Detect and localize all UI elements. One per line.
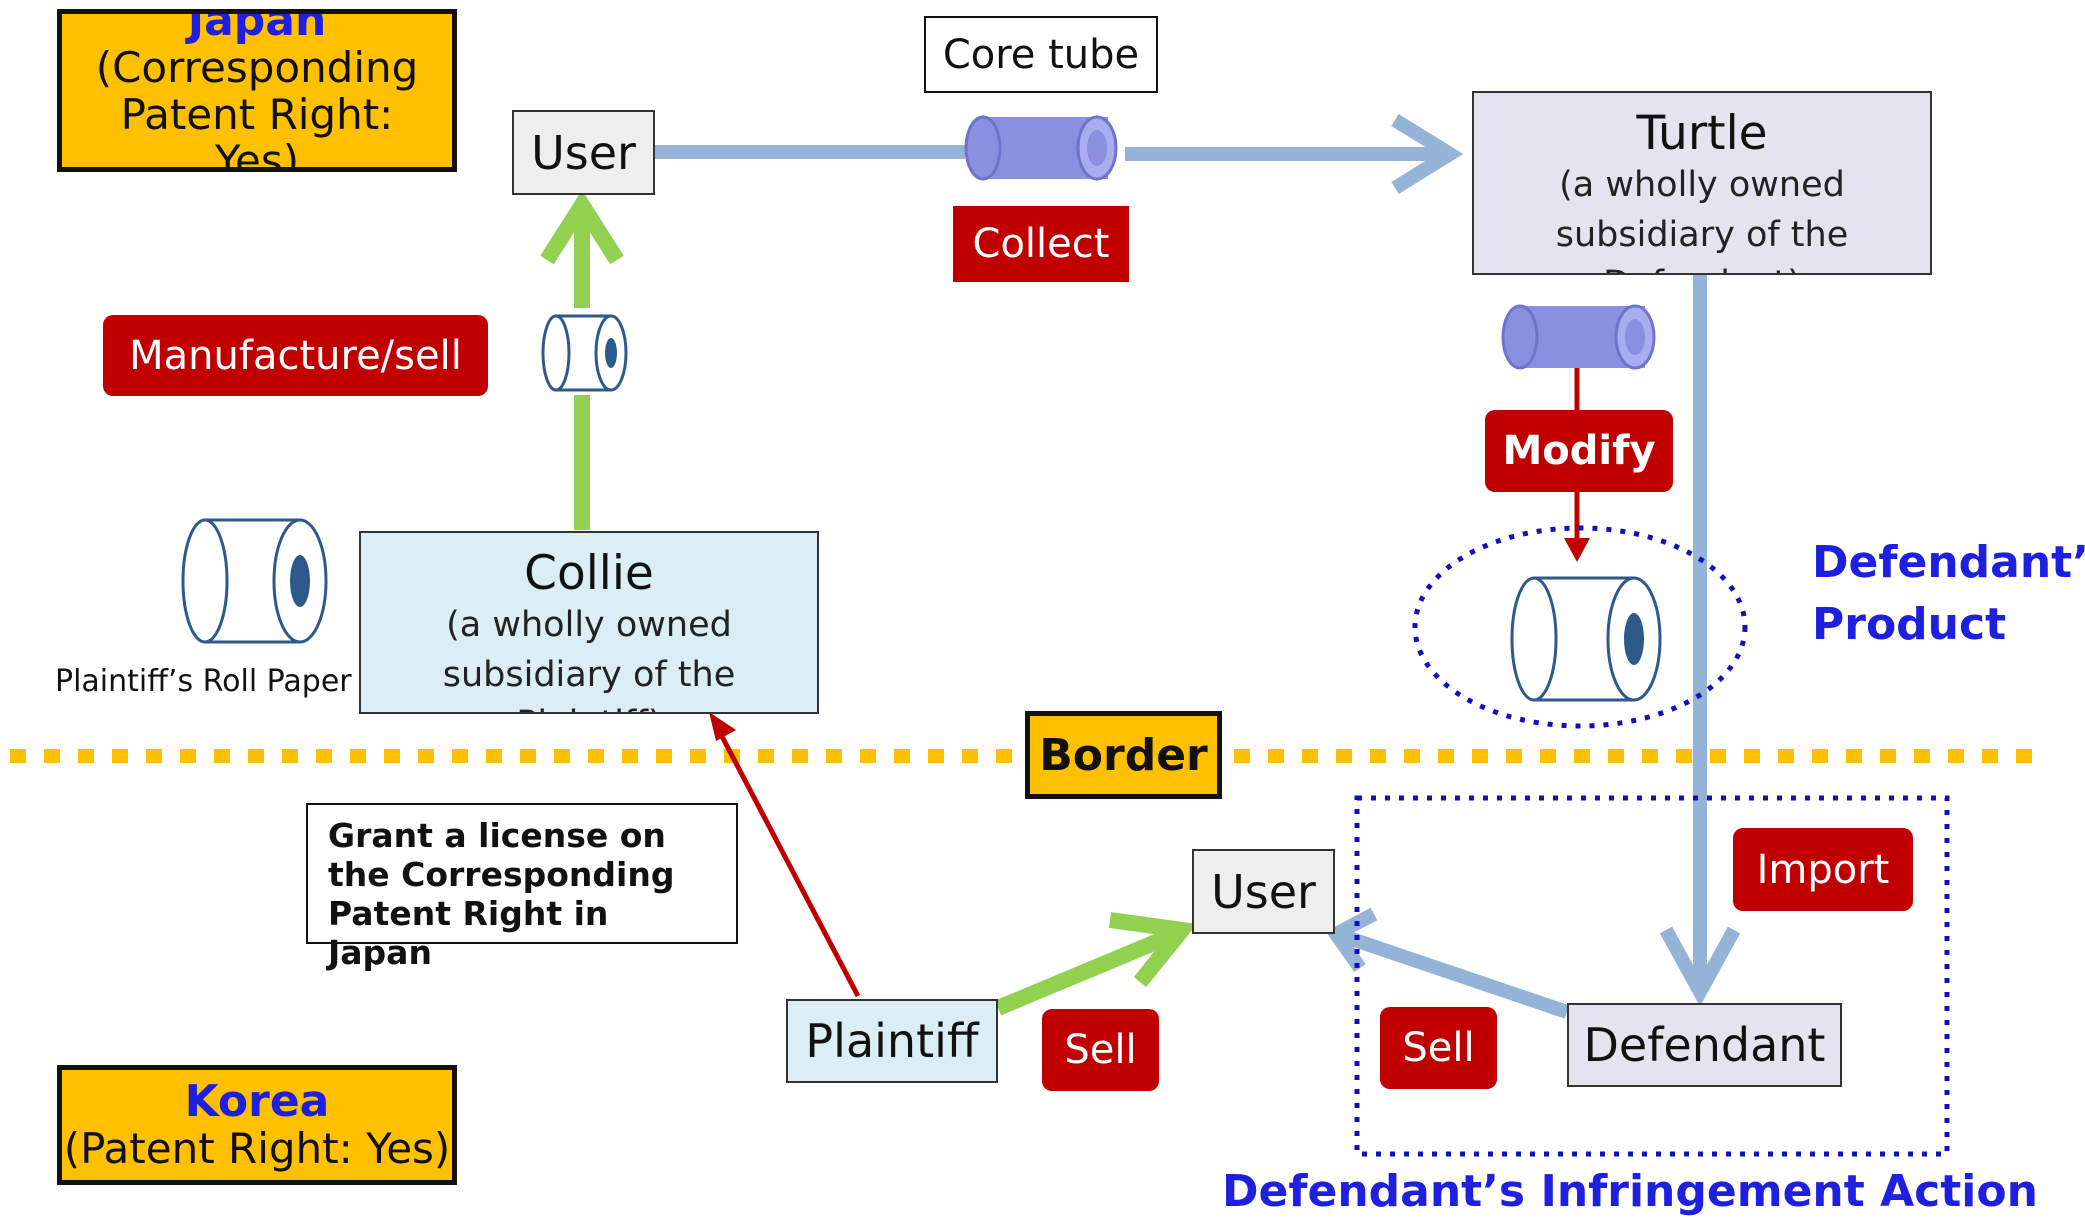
japan-region-box: Japan (Corresponding Patent Right: Yes) <box>57 9 457 172</box>
infringement-action-frame <box>1354 795 1950 1157</box>
user-korea-box: User <box>1192 849 1335 934</box>
arrowhead-collie <box>709 712 736 741</box>
arrowhead-korea-user-from-defendant <box>1325 907 1378 973</box>
modify-label: Modify <box>1502 428 1656 474</box>
korea-subtitle: (Patent Right: Yes) <box>63 1124 451 1174</box>
japan-subtitle: (Corresponding Patent Right: Yes) <box>95 43 419 172</box>
korea-region-box: Korea (Patent Right: Yes) <box>57 1065 457 1185</box>
japan-title: Japan <box>187 9 327 47</box>
arrow-plaintiff-to-collie <box>713 723 861 998</box>
collie-subtitle: (a wholly owned subsidiary of the Plaint… <box>442 605 736 712</box>
sell-plaintiff-label: Sell <box>1064 1027 1137 1073</box>
plaintiffs-roll-paper-icon <box>181 518 328 644</box>
arrowhead-turtle <box>1391 114 1464 194</box>
defendants-product-roll-icon <box>1510 576 1662 702</box>
korea-title: Korea <box>184 1075 330 1127</box>
arrowhead-modified-product <box>1564 538 1590 562</box>
core-tube-label: Core tube <box>942 31 1140 78</box>
turtle-subtitle: (a wholly owned subsidiary of the Defend… <box>1555 165 1849 273</box>
user-japan-label: User <box>531 125 636 180</box>
import-label: Import <box>1756 846 1890 893</box>
sell-plaintiff-tag: Sell <box>1042 1009 1159 1091</box>
collect-tag: Collect <box>953 206 1129 282</box>
sell-defendant-label: Sell <box>1402 1025 1475 1071</box>
core-tube-label-box: Core tube <box>924 16 1158 93</box>
arrowhead-defendant <box>1659 926 1741 1007</box>
border-label-box: Border <box>1025 711 1222 799</box>
arrow-defendant-to-user <box>1337 928 1570 1019</box>
plaintiffs-roll-paper-label: Plaintiff’s Roll Paper <box>55 664 352 699</box>
user-japan-box: User <box>512 110 655 195</box>
defendant-label: Defendant <box>1583 1018 1826 1072</box>
license-note-text: Grant a license on the Corresponding Pat… <box>328 816 675 972</box>
manufacture-sell-label: Manufacture/sell <box>129 332 462 379</box>
modify-tag: Modify <box>1485 410 1673 492</box>
infringement-action-label: Defendant’s Infringement Action <box>1222 1166 2038 1217</box>
arrow-plaintiff-to-user <box>994 924 1184 1016</box>
user-korea-label: User <box>1211 864 1316 919</box>
arrowhead-korea-user-from-plaintiff <box>1108 912 1198 988</box>
turtle-title: Turtle <box>1636 106 1768 161</box>
arrowhead-japan-user <box>540 190 624 265</box>
border-label: Border <box>1039 729 1208 781</box>
license-note: Grant a license on the Corresponding Pat… <box>306 803 738 972</box>
core-tube-icon <box>964 115 1118 181</box>
plaintiff-label: Plaintiff <box>805 1014 979 1068</box>
import-tag: Import <box>1733 828 1913 911</box>
collie-title: Collie <box>524 546 654 601</box>
manufacture-sell-tag: Manufacture/sell <box>103 315 488 396</box>
plaintiff-box: Plaintiff <box>786 999 998 1083</box>
defendants-product-ellipse <box>1412 525 1748 729</box>
collie-box: Collie (a wholly owned subsidiary of the… <box>359 531 819 714</box>
turtle-box: Turtle (a wholly owned subsidiary of the… <box>1472 91 1932 275</box>
sell-defendant-tag: Sell <box>1380 1007 1497 1089</box>
small-roll-icon <box>541 314 628 392</box>
defendants-product-label: Defendant’s Product <box>1812 537 2085 650</box>
defendant-box: Defendant <box>1567 1003 1842 1087</box>
collect-label: Collect <box>972 221 1110 267</box>
core-tube-turtle-icon <box>1501 304 1656 370</box>
